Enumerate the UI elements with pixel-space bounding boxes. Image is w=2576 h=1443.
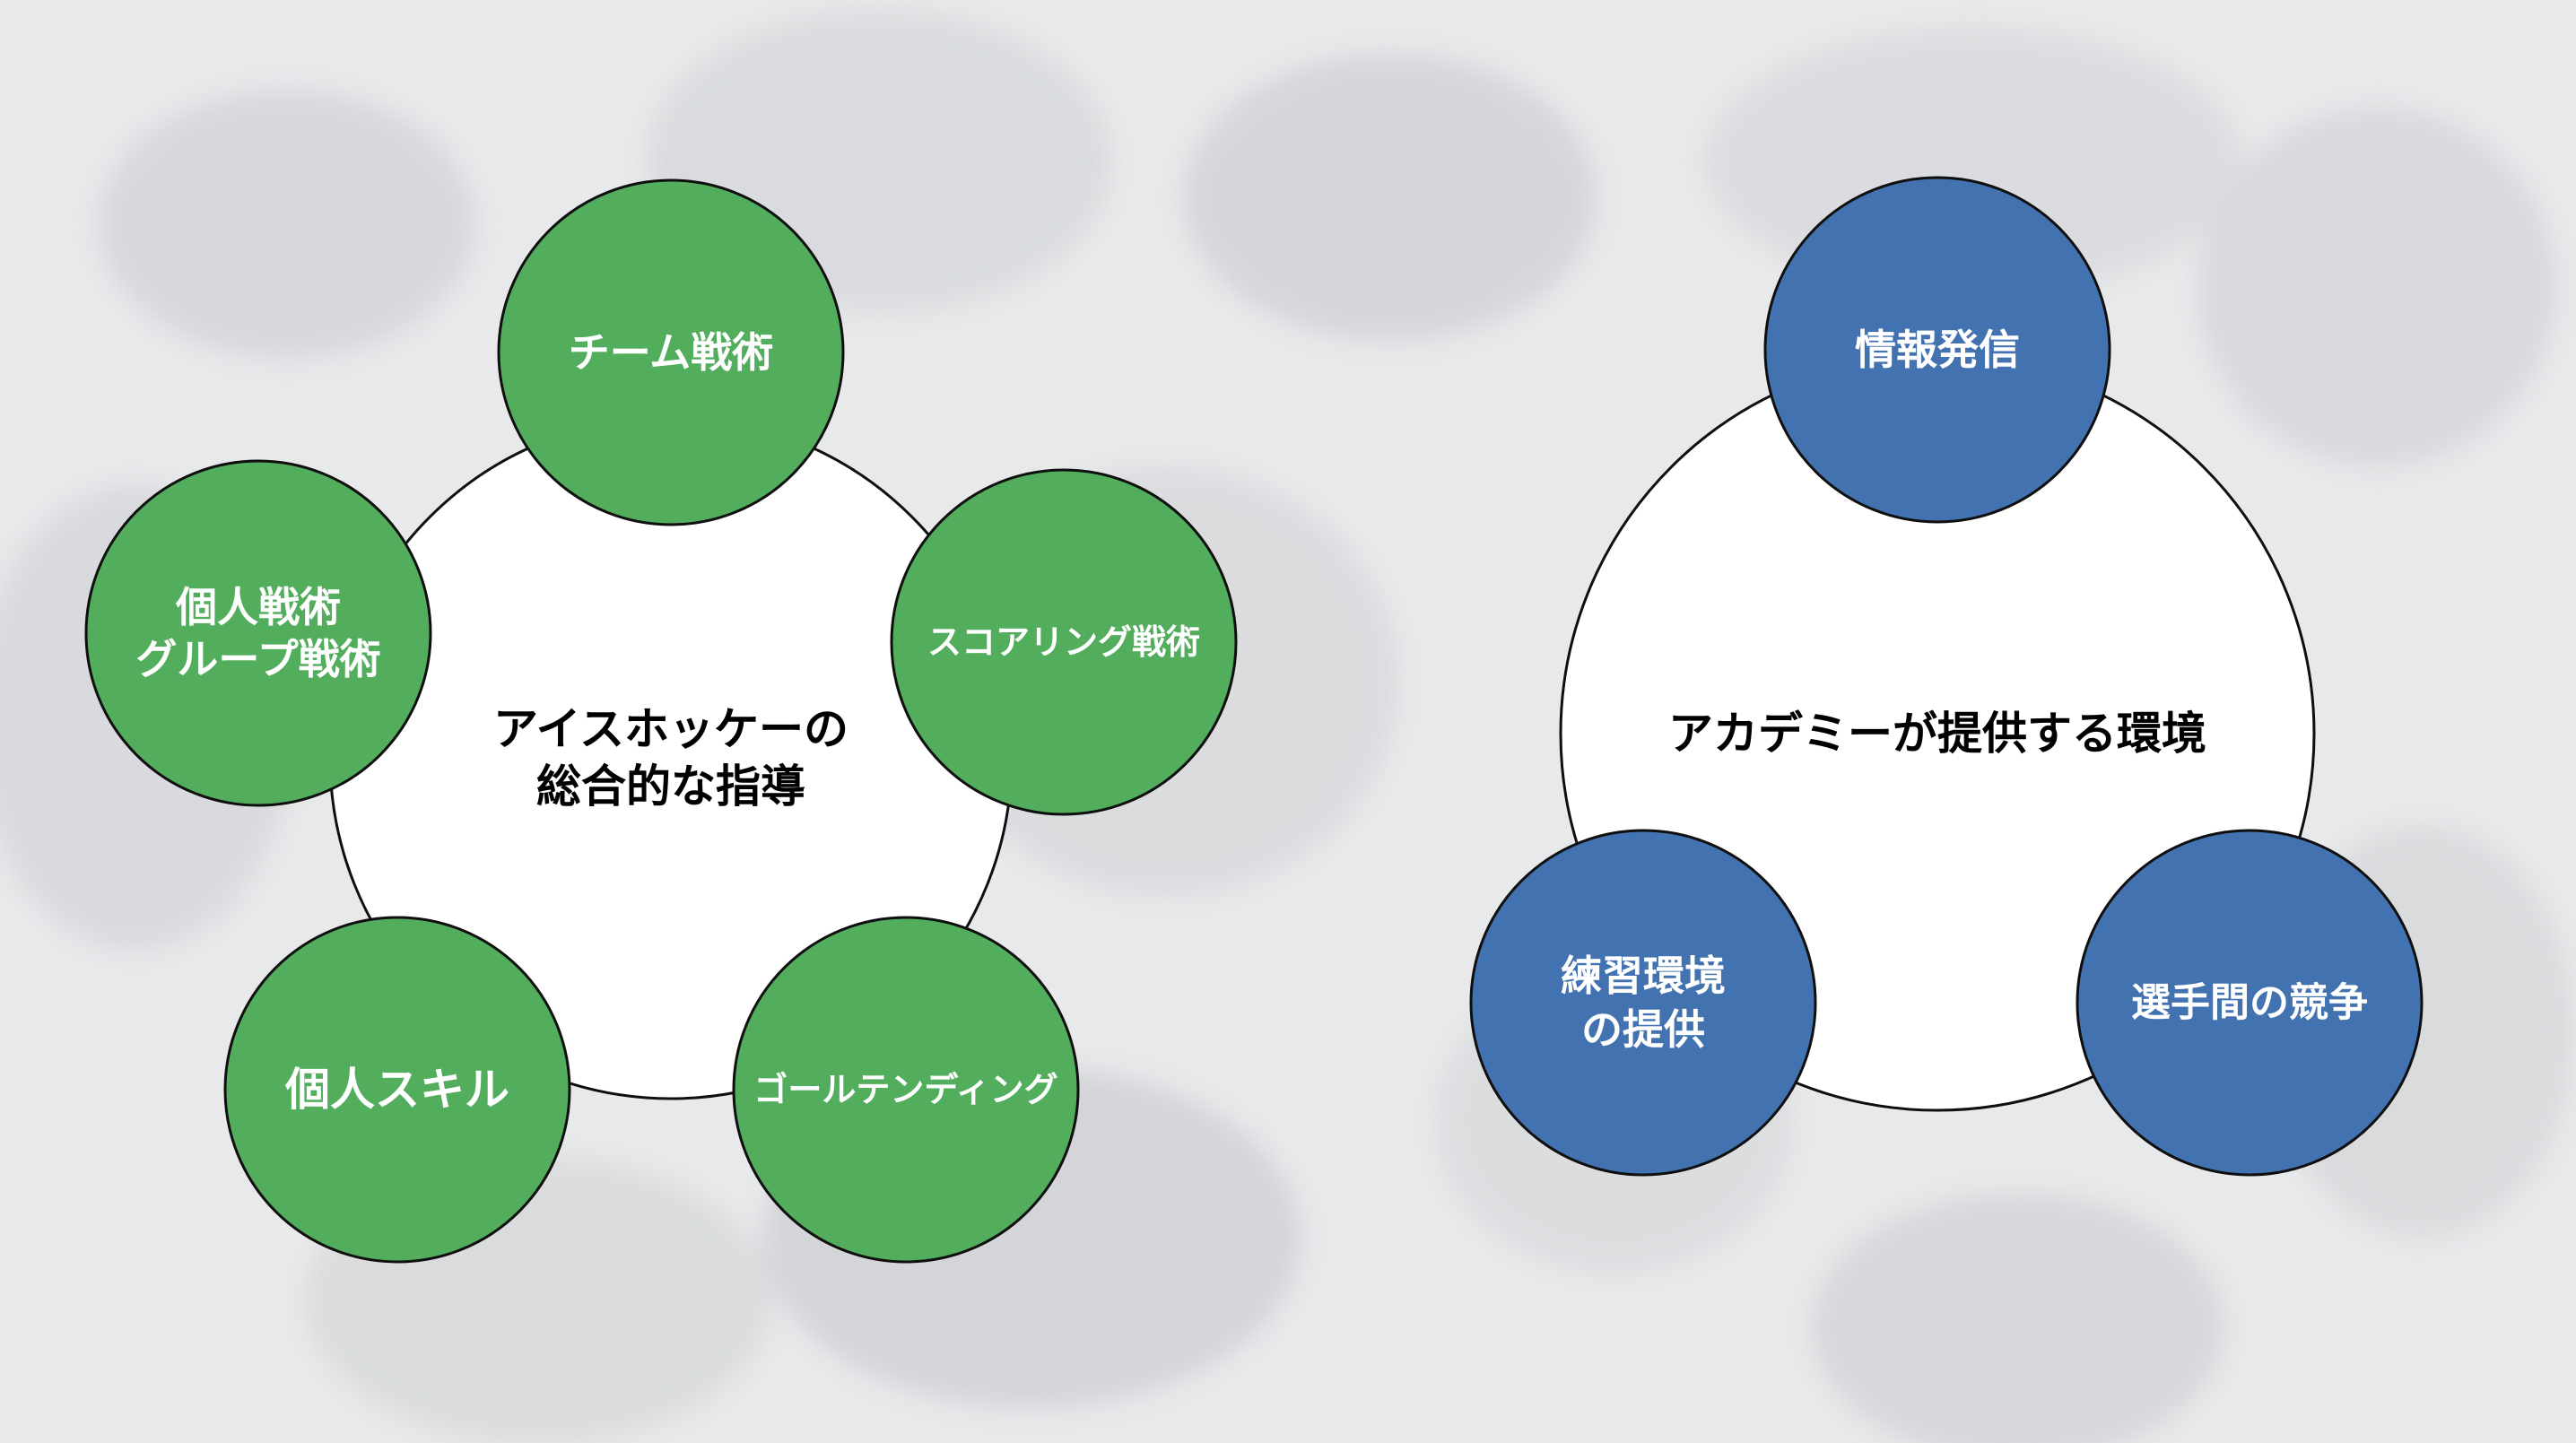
node-team-tactics: チーム戦術 — [497, 178, 845, 526]
left-hub-label-line-2: 総合的な指導 — [536, 761, 805, 813]
node-scoring-label-line-1: スコアリング戦術 — [927, 622, 1200, 662]
node-practice-environment-label-line-2: の提供 — [1581, 1005, 1705, 1054]
node-individual-group-tactics-label-line-2: グループ戦術 — [135, 635, 380, 683]
node-goaltending-circle — [732, 916, 1080, 1264]
node-information: 情報発信 — [1763, 176, 2111, 524]
node-goaltending: ゴールテンディング — [732, 916, 1080, 1264]
node-practice-environment-label-line-1: 練習環境 — [1561, 952, 1726, 1000]
node-individual-skill: 個人スキル — [223, 916, 571, 1264]
node-competition: 選手間の競争 — [2076, 829, 2424, 1177]
node-individual-group-tactics-label-line-1: 個人戦術 — [175, 583, 341, 631]
node-competition-label-line-1: 選手間の競争 — [2131, 980, 2368, 1026]
node-goaltending-label-line-1: ゴールテンディング — [753, 1070, 1057, 1109]
node-individual-group-tactics-circle — [84, 459, 432, 807]
node-information-circle — [1763, 176, 2111, 524]
node-information-label-line-1: 情報発信 — [1855, 326, 2020, 374]
node-practice-environment-circle — [1469, 829, 1817, 1177]
node-team-tactics-label-line-1: チーム戦術 — [569, 328, 774, 377]
left-hub-label-line-1: アイスホッケーの — [493, 703, 849, 755]
node-scoring-circle — [890, 468, 1238, 816]
left-diagram-comprehensive-coaching: アイスホッケーの総合的な指導チーム戦術スコアリング戦術ゴールテンディング個人スキ… — [84, 178, 1238, 1264]
node-individual-skill-label-line-1: 個人スキル — [284, 1064, 509, 1116]
right-hub-label-line-1: アカデミーが提供する環境 — [1668, 708, 2206, 760]
node-scoring: スコアリング戦術 — [890, 468, 1238, 816]
node-team-tactics-circle — [497, 178, 845, 526]
node-competition-circle — [2076, 829, 2424, 1177]
node-individual-skill-circle — [223, 916, 571, 1264]
